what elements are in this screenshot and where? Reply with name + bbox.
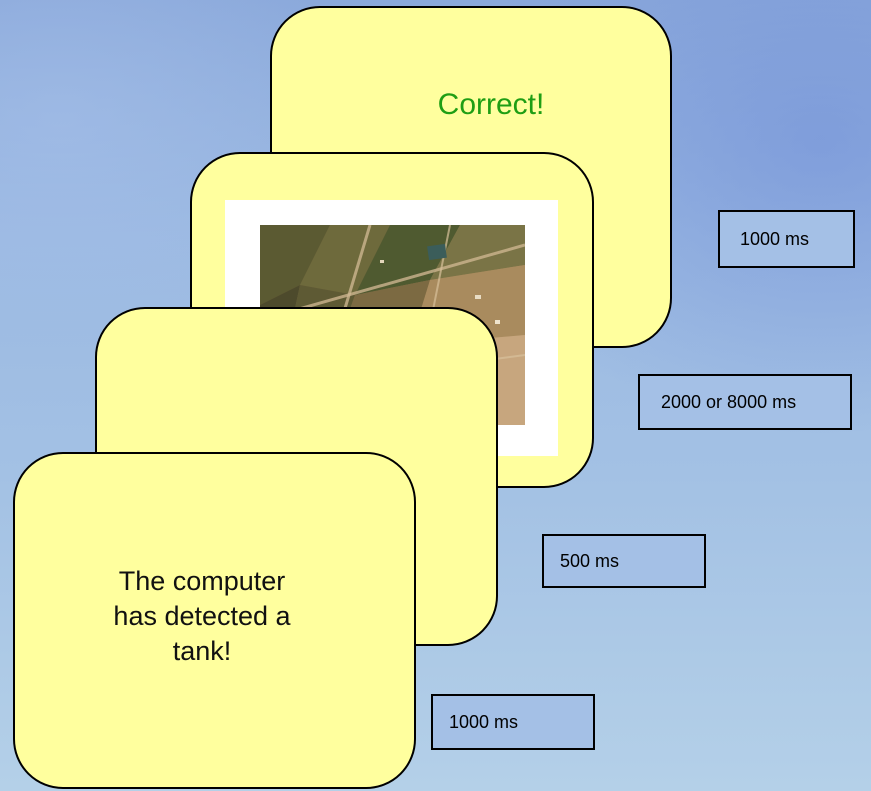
timing-label-blank: 500 ms bbox=[542, 534, 706, 588]
timing-label-feedback: 1000 ms bbox=[718, 210, 855, 268]
feedback-text: Correct! bbox=[437, 88, 545, 121]
message-line: tank! bbox=[172, 636, 232, 666]
message-text: The computer has detected a tank! bbox=[73, 564, 331, 669]
message-line: has detected a bbox=[113, 601, 291, 631]
message-card: The computer has detected a tank! bbox=[13, 452, 416, 789]
timing-label-message: 1000 ms bbox=[431, 694, 595, 750]
timing-label-image: 2000 or 8000 ms bbox=[638, 374, 852, 430]
message-line: The computer bbox=[118, 566, 286, 596]
